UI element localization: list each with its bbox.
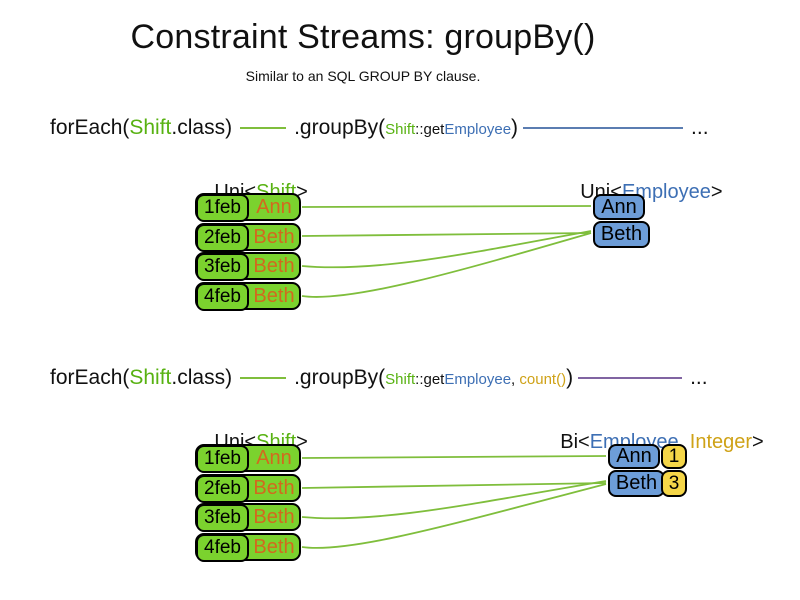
code-arg-type: Employee <box>444 371 512 388</box>
shift-row: 4feb Beth <box>195 282 301 311</box>
shift-employee: Beth <box>253 535 295 558</box>
code-foreach-close: .class) <box>171 366 233 389</box>
shift-employee: Ann <box>256 446 292 469</box>
code-arg-class: Shift <box>385 371 416 388</box>
shift-row: 3feb Beth <box>195 252 301 281</box>
code-groupby-close: ) <box>566 366 574 389</box>
mapping-line <box>301 483 607 549</box>
shift-date: 3feb <box>196 253 249 281</box>
code-foreach-open: forEach( <box>50 366 130 389</box>
stream-connector-line <box>240 127 287 129</box>
code-foreach-open: forEach( <box>50 116 130 139</box>
shift-date: 4feb <box>196 534 249 562</box>
label-separator: , <box>678 431 690 453</box>
mapping-line <box>301 482 607 489</box>
label-close: > <box>710 181 723 203</box>
shift-date: 1feb <box>196 194 249 222</box>
label-open: Bi< <box>560 431 590 453</box>
code-arg-method: ::get <box>415 371 445 388</box>
label-type2: Integer <box>689 431 753 453</box>
code-arg-class: Shift <box>385 121 416 138</box>
code-arg-separator: , <box>511 371 520 388</box>
mapping-line <box>301 232 592 298</box>
mapping-line <box>301 480 607 520</box>
group-employee-box: Ann <box>608 444 660 469</box>
shift-date: 1feb <box>196 445 249 473</box>
code-line-groupby-count: forEach( Shift .class) .groupBy( Shift :… <box>50 366 708 390</box>
code-ellipsis: ... <box>691 116 709 139</box>
shift-employee: Beth <box>253 284 295 307</box>
shift-employee: Beth <box>253 476 295 499</box>
group-count-box: 3 <box>661 470 687 497</box>
mapping-line <box>301 230 592 269</box>
mapping-line <box>301 205 592 208</box>
label-close: > <box>752 431 764 453</box>
group-employee-box: Beth <box>608 470 665 497</box>
code-line-groupby-single: forEach( Shift .class) .groupBy( Shift :… <box>50 116 709 140</box>
shift-employee: Beth <box>253 505 295 528</box>
result-stream-line <box>523 127 684 129</box>
code-arg-collector: count() <box>519 371 567 388</box>
shift-date: 2feb <box>196 475 249 503</box>
shift-employee: Ann <box>256 195 292 218</box>
shift-row: 2feb Beth <box>195 474 301 503</box>
code-foreach-close: .class) <box>171 116 233 139</box>
group-count-box: 1 <box>661 444 687 469</box>
shift-employee: Beth <box>253 225 295 248</box>
group-employee-box: Ann <box>593 194 645 220</box>
shift-date: 4feb <box>196 283 249 311</box>
shift-row: 4feb Beth <box>195 533 301 562</box>
code-foreach-arg: Shift <box>129 116 172 139</box>
shift-row: 3feb Beth <box>195 503 301 532</box>
result-stream-line <box>578 377 683 379</box>
code-arg-method: ::get <box>415 121 445 138</box>
slide-subtitle: Similar to an SQL GROUP BY clause. <box>245 68 481 84</box>
shift-date: 2feb <box>196 224 249 252</box>
mapping-line <box>301 232 592 237</box>
slide-title: Constraint Streams: groupBy() <box>130 18 596 56</box>
group-employee-box: Beth <box>593 221 650 248</box>
label-close: > <box>296 431 308 453</box>
shift-employee: Beth <box>253 254 295 277</box>
shift-row: 1feb Ann <box>195 444 301 473</box>
code-arg-type: Employee <box>444 121 512 138</box>
code-groupby-open: .groupBy( <box>294 116 386 139</box>
code-groupby-close: ) <box>511 116 519 139</box>
shift-row: 2feb Beth <box>195 223 301 252</box>
stream-connector-line <box>240 377 287 379</box>
code-groupby-open: .groupBy( <box>294 366 386 389</box>
shift-date: 3feb <box>196 504 249 532</box>
code-ellipsis: ... <box>690 366 708 389</box>
label-close: > <box>296 181 308 203</box>
code-foreach-arg: Shift <box>129 366 172 389</box>
shift-row: 1feb Ann <box>195 193 301 222</box>
